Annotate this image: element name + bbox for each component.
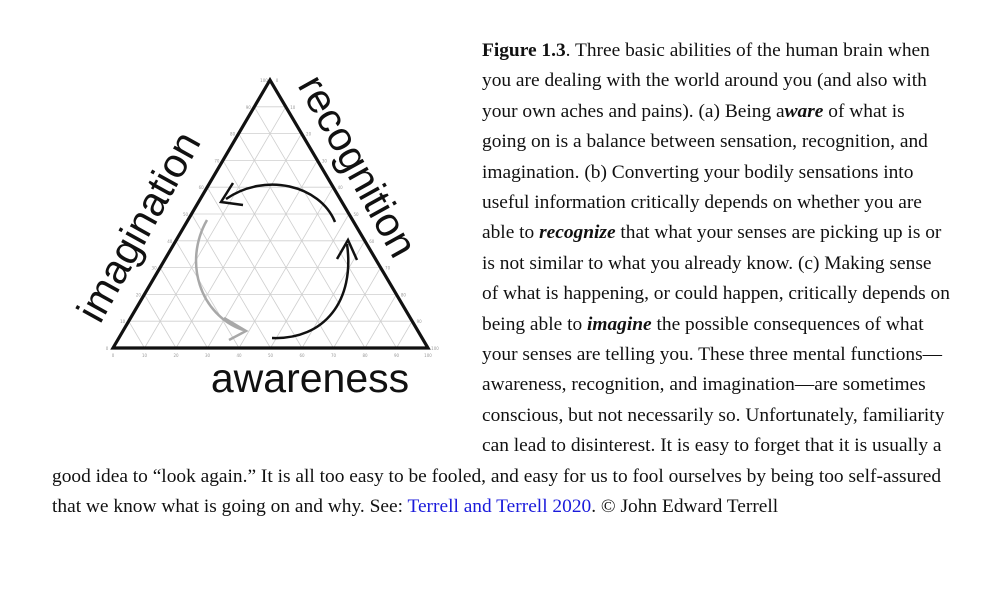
figure-caption: Figure 1.3. Three basic abilities of the… <box>52 36 952 523</box>
tick-label: 30 <box>322 158 328 163</box>
triangle-outline <box>110 76 431 350</box>
tick-label: 20 <box>306 132 312 137</box>
tick-label: 40 <box>236 353 242 358</box>
tick-label: 60 <box>369 239 375 244</box>
tick-label: 80 <box>401 292 407 297</box>
tick-label: 10 <box>142 353 148 358</box>
caption-text-3: that what your senses are picking up is … <box>482 222 950 335</box>
grid-line <box>396 320 413 349</box>
tick-label: 90 <box>246 105 252 110</box>
tick-label: 0 <box>276 78 279 83</box>
tick-label: 70 <box>214 158 220 163</box>
tick-label: 70 <box>385 266 391 271</box>
triangle-grid <box>128 106 413 349</box>
arrow-awareness-to-recognition <box>271 243 350 340</box>
grid-line <box>238 133 366 349</box>
tick-label: 60 <box>299 353 305 358</box>
caption-text-2: of what is going on is a balance between… <box>482 100 928 244</box>
tick-label: 50 <box>353 212 359 217</box>
emphasis-imagine: imagine <box>587 313 652 335</box>
grid-line <box>207 160 318 349</box>
caption-text-5: . © John Edward Terrell <box>591 496 779 518</box>
grid-line <box>253 106 397 349</box>
grid-line <box>128 320 145 349</box>
grid-line <box>333 267 381 349</box>
tick-label: 0 <box>106 346 109 351</box>
tick-label: 20 <box>173 353 179 358</box>
figure-spacer <box>52 36 482 461</box>
arrowhead-recognition <box>335 237 359 261</box>
tick-label: 100 <box>260 78 268 83</box>
caption-text-4: the possible consequences of what your s… <box>52 313 945 518</box>
tick-label: 40 <box>167 239 173 244</box>
grid-line <box>175 133 302 349</box>
tick-label: 10 <box>290 105 296 110</box>
arrowhead-awareness <box>223 316 249 342</box>
tick-label: 0 <box>112 353 115 358</box>
tick-label: 60 <box>199 185 205 190</box>
tick-label: 40 <box>338 185 344 190</box>
arrowhead-imagination <box>218 182 244 207</box>
tick-label: 90 <box>394 353 400 358</box>
emphasis-recognize: recognize <box>539 222 616 244</box>
tick-label: 30 <box>152 266 158 271</box>
tick-label: 50 <box>268 353 274 358</box>
tick-label: 70 <box>331 353 337 358</box>
emphasis-ware: ware <box>784 100 824 122</box>
tick-label: 50 <box>183 212 189 217</box>
grid-line <box>159 267 208 349</box>
tick-label: 100 <box>431 346 439 351</box>
tick-label: 80 <box>362 353 368 358</box>
tick-label: 90 <box>417 319 423 324</box>
grid-line <box>270 213 350 349</box>
label-awareness: awareness <box>211 355 409 401</box>
tick-label: 10 <box>120 319 126 324</box>
tick-label: 100 <box>424 353 432 358</box>
figure-label: Figure 1.3 <box>482 40 566 61</box>
grid-line <box>144 106 287 349</box>
citation-link[interactable]: Terrell and Terrell 2020 <box>407 496 592 518</box>
caption-text-1: . Three basic abilities of the human bra… <box>482 40 930 122</box>
tick-label: 30 <box>205 353 211 358</box>
arrow-recognition-to-imagination <box>225 183 337 223</box>
arrow-imagination-to-awareness <box>194 219 244 332</box>
tick-label: 20 <box>136 292 142 297</box>
grid-line <box>191 213 271 349</box>
tick-label: 80 <box>230 132 236 137</box>
